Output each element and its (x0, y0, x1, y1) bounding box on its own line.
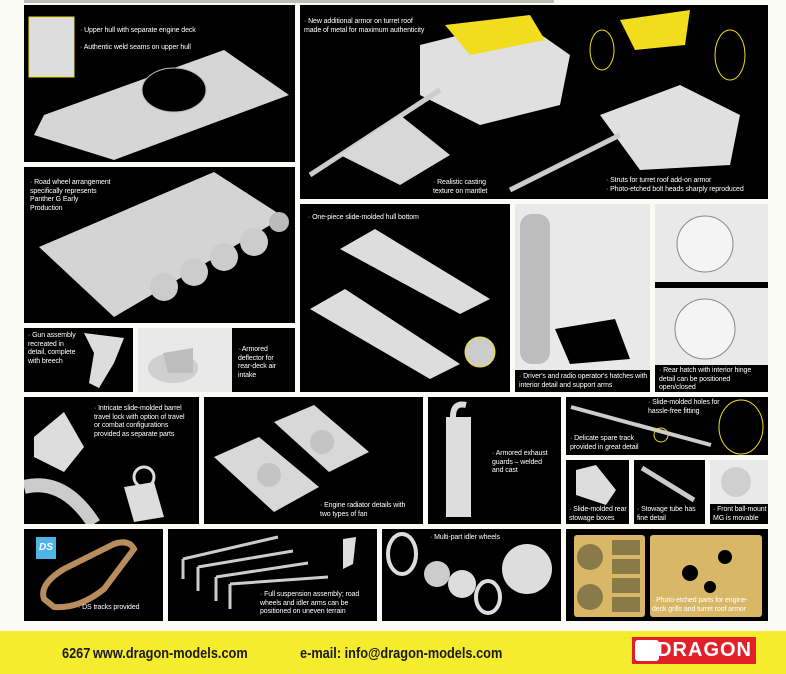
radiator-image (214, 405, 369, 512)
caption-line: Slide-molded rear stowage boxes (569, 506, 627, 523)
caption-line: Front ball-mount MG is movable (713, 506, 767, 523)
caption-stowage-boxes: Slide-molded rear stowage boxes (569, 506, 627, 523)
caption-hull-bottom: One-piece slide-molded hull bottom (308, 214, 419, 223)
road-wheel-image (39, 172, 289, 317)
panel-suspension: Full suspension assembly; road wheels an… (168, 529, 377, 621)
dragon-logo: DRAGON (632, 637, 756, 664)
panel-stowage-tube: Stowage tube has fine detail (634, 460, 705, 524)
caption-photo-etched: Photo-etched parts for engine- deck gril… (652, 597, 748, 614)
panel-hull-bottom: One-piece slide-molded hull bottom (300, 204, 510, 392)
ds-tracks-image (40, 539, 138, 611)
caption-idler: Multi-part idler wheels (430, 534, 500, 543)
panel-drivers-hatch: Driver's and radio operator's hatches wi… (515, 204, 650, 392)
stowage-box-image (576, 465, 616, 505)
caption-line: Armored exhaust guards – welded and cast (492, 450, 548, 476)
caption-holes: Slide-molded holes for hassle-free fitti… (648, 399, 720, 416)
suspension-image (181, 535, 356, 609)
caption-line: Armored deflector for rear-deck air inta… (238, 346, 276, 380)
caption-line: DS tracks provided (78, 604, 139, 613)
caption-spare-track: Delicate spare track provided in great d… (570, 435, 639, 452)
caption-line: Rear hatch with interior hinge detail ca… (659, 367, 751, 392)
gun-assembly-image (84, 333, 124, 388)
caption-line: Upper hull with separate engine deck (80, 27, 196, 36)
caption-struts: Struts for turret roof add-on armor Phot… (606, 177, 744, 194)
footer-bar: 6267 www.dragon-models.com e-mail: info@… (0, 631, 786, 674)
website-link[interactable]: www.dragon-models.com (93, 645, 248, 662)
caption-deflector: Armored deflector for rear-deck air inta… (238, 346, 276, 380)
hull-bottom-image (310, 229, 496, 379)
caption-rear-hatch: Rear hatch with interior hinge detail ca… (655, 365, 768, 392)
panel-travel-lock: Intricate slide-molded barrel travel loc… (24, 397, 199, 524)
drivers-hatch-image (520, 214, 630, 364)
caption-stowage-tube: Stowage tube has fine detail (637, 506, 696, 523)
ball-mount-image (710, 460, 768, 504)
idler-image (386, 532, 552, 615)
caption-line: Stowage tube has fine detail (637, 506, 696, 523)
panel-ds-tracks: DS DS tracks provided (24, 529, 163, 621)
caption-line: Gun assembly recreated in detail, comple… (28, 332, 76, 366)
caption-line: Delicate spare track provided in great d… (570, 435, 639, 452)
caption-turret-armor: New additional armor on turret roof made… (304, 18, 424, 35)
caption-line: Road wheel arrangement specifically repr… (30, 179, 111, 213)
stowage-tube-image (640, 465, 696, 503)
etch-grill-fret (574, 535, 645, 617)
panel-upper-hull: Upper hull with separate engine deck Aut… (24, 5, 295, 162)
caption-line: Authentic weld seams on upper hull (80, 44, 196, 53)
panel-road-wheel: Road wheel arrangement specifically repr… (24, 167, 295, 323)
spare-track-image (570, 399, 764, 455)
dragon-emblem-icon (635, 640, 659, 661)
item-number: 6267 (62, 645, 91, 662)
caption-line: Realistic casting texture on mantlet (433, 179, 487, 196)
caption-line: Full suspension assembly; road wheels an… (260, 591, 359, 617)
caption-line: Struts for turret roof add-on armor (606, 177, 744, 186)
caption-exhaust: Armored exhaust guards – welded and cast (492, 450, 548, 476)
travel-lock-image (24, 412, 164, 524)
caption-suspension: Full suspension assembly; road wheels an… (260, 591, 359, 617)
caption-radiator: Engine radiator details with two types o… (320, 502, 405, 519)
caption-upper-hull: Upper hull with separate engine deck Aut… (80, 18, 196, 61)
panel-rear-hatch: Rear hatch with interior hinge detail ca… (655, 204, 768, 392)
caption-ball-mount: Front ball-mount MG is movable (713, 506, 767, 523)
top-strip (24, 0, 554, 3)
caption-line: Slide-molded holes for hassle-free fitti… (648, 399, 720, 416)
caption-line: Photo-etched parts for engine- deck gril… (652, 597, 748, 614)
caption-line: One-piece slide-molded hull bottom (308, 214, 419, 223)
caption-travel-lock: Intricate slide-molded barrel travel loc… (94, 405, 185, 439)
ds-logo: DS (36, 537, 56, 559)
panel-deflector: Armored deflector for rear-deck air inta… (138, 328, 295, 392)
panel-stowage-boxes: Slide-molded rear stowage boxes (566, 460, 629, 524)
caption-drivers-hatch: Driver's and radio operator's hatches wi… (515, 370, 650, 392)
caption-line: New additional armor on turret roof made… (304, 18, 424, 35)
panel-radiator: Engine radiator details with two types o… (204, 397, 423, 524)
turret-image (308, 10, 746, 193)
caption-line: Engine radiator details with two types o… (320, 502, 405, 519)
upper-hull-image (28, 16, 289, 160)
rear-hatch-image (655, 215, 768, 360)
brand-name: DRAGON (657, 639, 752, 661)
caption-line: Driver's and radio operator's hatches wi… (519, 373, 647, 390)
exhaust-image (446, 401, 471, 517)
panel-spare-track: Slide-molded holes for hassle-free fitti… (566, 397, 768, 455)
caption-line: Intricate slide-molded barrel travel loc… (94, 405, 185, 439)
panel-idler: Multi-part idler wheels (382, 529, 561, 621)
caption-line: Multi-part idler wheels (430, 534, 500, 543)
deflector-image (138, 328, 232, 392)
panel-ball-mount: Front ball-mount MG is movable (710, 460, 768, 524)
caption-gun-assembly: Gun assembly recreated in detail, comple… (28, 332, 76, 366)
caption-ds-tracks: DS tracks provided (78, 604, 139, 613)
caption-road-wheel: Road wheel arrangement specifically repr… (30, 179, 111, 213)
caption-mantlet: Realistic casting texture on mantlet (433, 179, 487, 196)
panel-exhaust: Armored exhaust guards – welded and cast (428, 397, 561, 524)
panel-gun-assembly: Gun assembly recreated in detail, comple… (24, 328, 133, 392)
panel-turret: New additional armor on turret roof made… (300, 5, 768, 199)
email-link[interactable]: e-mail: info@dragon-models.com (300, 645, 503, 662)
panel-photo-etched: Photo-etched parts for engine- deck gril… (566, 529, 768, 621)
caption-line: Photo-etched bolt heads sharply reproduc… (606, 186, 744, 195)
